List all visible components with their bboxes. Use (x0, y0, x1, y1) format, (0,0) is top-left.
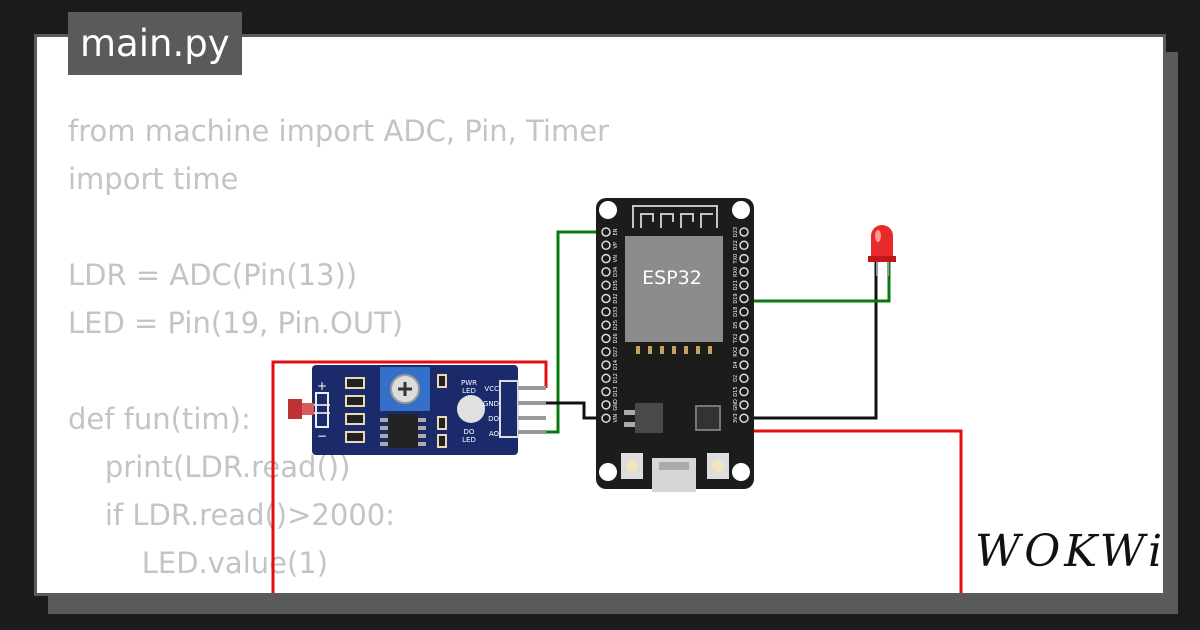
code-line: def fun(tim): (68, 402, 251, 436)
pin-hole[interactable] (739, 360, 749, 370)
svg-text:LED: LED (462, 387, 476, 395)
code-line: import time (68, 162, 239, 196)
pin-hole[interactable] (739, 386, 749, 397)
pin-hole[interactable] (739, 280, 749, 290)
pin-label: VP (613, 242, 619, 248)
pin-hole[interactable] (601, 413, 611, 423)
pin-label: D15 (733, 386, 739, 396)
wire-d19-led (742, 262, 891, 303)
pin-label: D5 (733, 322, 739, 329)
pin-hole[interactable] (739, 373, 749, 384)
pin-hole[interactable] (601, 360, 611, 370)
pin-hole[interactable] (601, 400, 611, 410)
pin-label: D2 (733, 375, 739, 382)
pin-label: TX2 (733, 334, 739, 345)
wire-3v3-right (742, 429, 963, 593)
pin-hole[interactable] (601, 253, 611, 264)
pin-hole[interactable] (739, 413, 749, 423)
svg-text:+: + (317, 379, 327, 393)
ldr-pin-label: AO (489, 430, 500, 438)
pin-hole[interactable] (739, 267, 749, 277)
pin-label: VN (613, 255, 619, 262)
pin-hole[interactable] (601, 280, 611, 290)
pin-hole[interactable] (601, 240, 611, 251)
pin-hole[interactable] (601, 267, 611, 277)
code-line: print(LDR.read()) (68, 450, 351, 484)
pin-label: D21 (733, 280, 739, 290)
pin-label: D32 (613, 293, 619, 303)
pin-label: RX0 (733, 267, 739, 277)
code-line: LED = Pin(19, Pin.OUT) (68, 306, 404, 340)
pin-label: D25 (613, 320, 619, 330)
pin-label: D26 (613, 333, 619, 343)
ldr-sensor-module[interactable]: + − PWR LED DO LED VCC GND DO AO (288, 365, 546, 455)
pin-label: D35 (613, 280, 619, 290)
ldr-pin-label: GND (483, 400, 499, 408)
red-led[interactable] (868, 225, 896, 276)
pin-label: EN (613, 228, 619, 235)
pin-label: D14 (613, 360, 619, 370)
pin-hole[interactable] (601, 373, 611, 384)
pin-hole[interactable] (601, 227, 611, 237)
pin-label: 3V3 (733, 413, 739, 423)
pin-hole[interactable] (601, 307, 611, 317)
pin-label: D22 (733, 240, 739, 250)
pin-label: RX2 (733, 347, 739, 357)
pin-hole[interactable] (739, 307, 749, 317)
pin-hole[interactable] (601, 320, 611, 330)
pin-label: D27 (613, 347, 619, 357)
wokwi-logo: WOKWi (975, 526, 1167, 577)
pin-label: TX0 (733, 254, 739, 265)
pin-hole[interactable] (601, 346, 611, 357)
pin-label: D13 (613, 386, 619, 396)
pin-label: D18 (733, 307, 739, 317)
code-line: LDR = ADC(Pin(13)) (68, 258, 358, 292)
code-line: from machine import ADC, Pin, Timer (68, 114, 609, 148)
pin-hole[interactable] (739, 400, 749, 410)
wire-gnd-led (742, 262, 878, 420)
pin-label: D12 (613, 373, 619, 383)
pin-label: D34 (613, 267, 619, 277)
file-tab[interactable]: main.py (68, 12, 242, 75)
code-line: LED.value(1) (68, 546, 329, 580)
wire-vcc-3v3 (271, 360, 548, 593)
pin-hole[interactable] (739, 240, 749, 251)
pin-label: D4 (733, 361, 739, 368)
pin-hole[interactable] (739, 333, 749, 344)
wire-gnd-left (519, 401, 604, 420)
code-line: if LDR.read()>2000: (68, 498, 395, 532)
pin-label: VIN (613, 414, 619, 423)
svg-text:PWR: PWR (461, 379, 477, 387)
code-editor: from machine import ADC, Pin, Timer impo… (68, 107, 609, 593)
pin-label: D19 (733, 293, 739, 303)
pin-hole[interactable] (739, 320, 749, 330)
ldr-pin-label: VCC (484, 385, 499, 393)
esp32-label: ESP32 (642, 267, 702, 289)
wire-ao-en (546, 230, 604, 434)
esp32-board[interactable]: ESP32 ENVPVND34D35D32D33D25D26D27D14D12D… (596, 198, 754, 492)
pin-hole[interactable] (739, 227, 749, 237)
pin-hole[interactable] (601, 333, 611, 344)
ldr-pin-label: DO (488, 415, 499, 423)
pin-hole[interactable] (739, 346, 749, 357)
pin-label: D33 (613, 307, 619, 317)
svg-text:DO: DO (464, 428, 475, 436)
pin-label: GND (613, 399, 619, 411)
svg-text:LED: LED (462, 436, 476, 444)
pin-hole[interactable] (601, 293, 611, 304)
pin-hole[interactable] (739, 293, 749, 304)
pin-label: D23 (733, 227, 739, 237)
pin-label: GND (733, 399, 739, 411)
svg-text:−: − (317, 429, 327, 443)
pin-hole[interactable] (739, 253, 749, 264)
pin-hole[interactable] (601, 386, 611, 397)
